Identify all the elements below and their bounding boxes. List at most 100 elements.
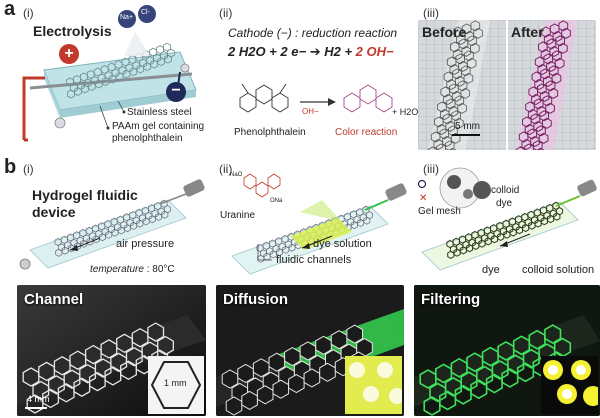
hex-channel — [524, 123, 535, 136]
hex-channel — [470, 20, 481, 32]
x-mark-icon: ✕ — [419, 193, 428, 204]
hex-channel — [419, 369, 437, 389]
fluidic-device-title-1: Hydrogel fluidic — [32, 187, 138, 203]
eq-arrow-icon: ➔ — [309, 44, 321, 59]
hex-channel — [528, 86, 538, 98]
hex-channel — [443, 71, 454, 83]
dye-flow-label: dye — [482, 264, 500, 276]
hex-channel — [542, 95, 553, 107]
hex-channel — [141, 341, 159, 361]
hex-channel — [437, 101, 447, 113]
hex-channel — [94, 79, 103, 89]
hex-channel — [87, 82, 96, 91]
hex-channel — [516, 362, 535, 383]
hex-channel — [537, 83, 547, 95]
hex-channel — [456, 34, 466, 45]
scale-bar-5mm — [452, 134, 480, 136]
hex-channel — [531, 71, 542, 83]
hex-channel — [430, 131, 441, 143]
hex-channel — [136, 219, 144, 228]
hex-channel — [288, 243, 296, 252]
hex-channel — [61, 246, 69, 255]
hex-channel — [461, 65, 471, 77]
hex-channel — [537, 63, 548, 76]
hex-channel — [444, 376, 463, 397]
hex-channel — [108, 74, 117, 84]
hex-channel — [284, 347, 301, 367]
hex-channel — [439, 128, 450, 140]
label-gel-1: PAAm gel containing — [112, 121, 205, 132]
hex-channel — [522, 223, 530, 233]
hex-channel — [94, 358, 112, 378]
hex-channel — [88, 371, 106, 392]
hex-channel — [525, 101, 535, 113]
hex-channel — [543, 75, 553, 87]
hex-channel — [515, 225, 523, 235]
hex-channel — [491, 360, 509, 381]
hex-channel — [427, 146, 438, 150]
hex-channel — [543, 33, 554, 46]
hex-channel — [549, 45, 559, 57]
hex-channel — [63, 369, 81, 390]
hex-channel — [288, 374, 305, 394]
hex-channel — [522, 348, 540, 369]
hex-channel — [330, 330, 348, 350]
hex-channel — [446, 79, 456, 90]
hex-channel — [269, 250, 277, 259]
hex-channel — [42, 388, 60, 409]
hex-channel — [553, 337, 572, 358]
hex-channel — [552, 30, 563, 42]
hex-channel — [57, 383, 75, 403]
hex-channel — [299, 341, 317, 361]
hex-channel — [241, 390, 258, 410]
hex-channel — [464, 50, 474, 62]
hex-channel — [73, 377, 91, 397]
fluidic-channels-label: fluidic channels — [276, 254, 352, 266]
uranine-label: Uranine — [220, 210, 256, 221]
hex-channel — [485, 373, 503, 394]
hex-channel — [450, 41, 460, 53]
inset-scale-label: 1 mm — [164, 378, 187, 388]
label-gel-2: phenolphthalein — [112, 133, 183, 144]
hex-channel — [221, 369, 239, 389]
hex-channel — [272, 379, 290, 399]
hex-channel — [117, 226, 125, 235]
hex-channel — [74, 87, 82, 96]
scale-bar-4mm — [25, 407, 47, 409]
hex-channel — [116, 333, 133, 354]
hex-channel — [55, 248, 63, 257]
ion-cl: Cl- — [141, 9, 150, 16]
hex-channel — [451, 90, 462, 102]
electrolysis-illustration — [22, 5, 197, 142]
hex-channel — [363, 216, 371, 225]
hex-channel — [546, 60, 556, 72]
hex-channel — [130, 221, 138, 230]
label-stainless-steel: Stainless steel — [127, 107, 192, 118]
hex-channel — [452, 68, 462, 80]
hex-channel — [111, 228, 119, 237]
hex-channel — [540, 48, 551, 61]
panel-b-iii-label: (iii) — [423, 162, 439, 176]
hex-channel — [545, 102, 555, 114]
hex-channel — [548, 87, 559, 99]
hex-channel — [497, 232, 505, 241]
hex-channel — [449, 64, 460, 75]
hex-channel — [120, 360, 137, 381]
hex-channel — [549, 23, 560, 35]
hex-channel — [541, 26, 551, 38]
hex-channel — [539, 110, 549, 122]
eq-lhs: 2 H2O + 2 e− — [228, 44, 307, 59]
hex-channel — [445, 120, 455, 132]
hex-channel — [150, 59, 159, 69]
hex-channel — [125, 347, 143, 367]
fluidic-device-illustration — [19, 179, 205, 270]
hex-channel — [303, 368, 321, 388]
filtering-title: Filtering — [421, 291, 481, 308]
hex-channel — [497, 340, 515, 361]
hex-channel — [237, 363, 254, 383]
hex-channel — [449, 83, 459, 95]
hex-channel — [142, 217, 150, 226]
hex-channel — [539, 90, 550, 102]
hex-channel — [445, 98, 456, 110]
hex-channel — [123, 224, 131, 233]
